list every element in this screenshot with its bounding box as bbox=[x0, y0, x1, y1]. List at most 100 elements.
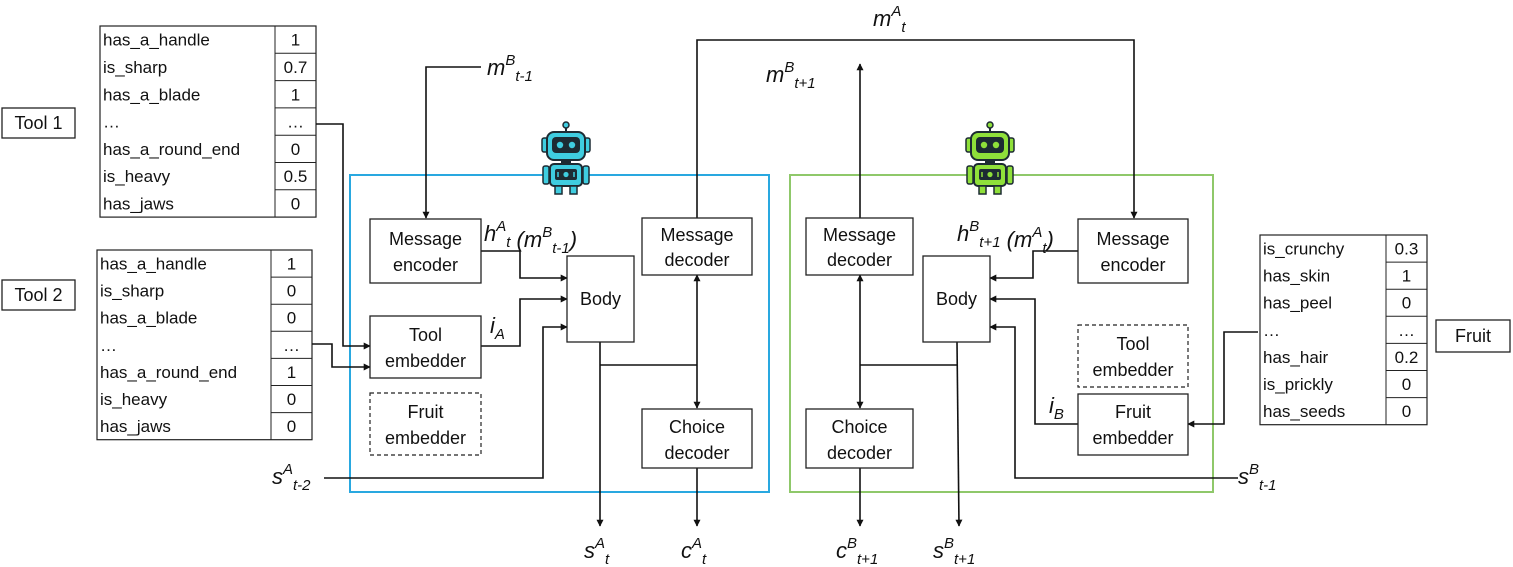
feature-value: 1 bbox=[291, 31, 300, 50]
wire-sb-prev-to-body-b bbox=[989, 323, 1238, 479]
wire-ma-message bbox=[696, 39, 1138, 219]
svg-text:Tool: Tool bbox=[1116, 334, 1149, 354]
message-encoder-a: Message encoder bbox=[369, 218, 482, 284]
feature-name: has_skin bbox=[1263, 267, 1330, 286]
feature-value: 0 bbox=[287, 417, 296, 436]
wire-tool-embedder-to-body-a bbox=[481, 295, 568, 347]
svg-text:Tool: Tool bbox=[409, 325, 442, 345]
wire-sa-prev-to-body-a bbox=[324, 323, 568, 479]
label-i-b: iB bbox=[1049, 393, 1064, 423]
tool1-label: Tool 1 bbox=[14, 113, 62, 133]
wire-fruit-to-fruit-embedder bbox=[1187, 331, 1258, 428]
feature-name: is_sharp bbox=[103, 58, 167, 77]
svg-text:Body: Body bbox=[580, 289, 621, 309]
feature-name: has_jaws bbox=[103, 194, 174, 213]
feature-value: 0 bbox=[291, 194, 300, 213]
feature-name: … bbox=[100, 336, 117, 355]
label-h-a: hAt (mBt-1) bbox=[484, 218, 577, 257]
feature-value: 0 bbox=[287, 390, 296, 409]
feature-name: has_a_handle bbox=[100, 255, 207, 274]
wire-tool2-to-tool-embedder bbox=[312, 343, 371, 371]
feature-value: 0 bbox=[287, 282, 296, 301]
label-c-a-out: cAt bbox=[681, 535, 707, 567]
tool-embedder-a: Tool embedder bbox=[369, 315, 482, 379]
wire-fruit-embedder-to-body-b bbox=[989, 295, 1078, 425]
svg-text:Message: Message bbox=[660, 225, 733, 245]
feature-value: 0.3 bbox=[1395, 240, 1419, 259]
tool2-label: Tool 2 bbox=[14, 285, 62, 305]
feature-value: 0 bbox=[291, 140, 300, 159]
fruit-embedder-a: Fruit embedder bbox=[369, 392, 482, 456]
label-m-a: mAt bbox=[873, 3, 906, 36]
feature-value: 0 bbox=[1402, 375, 1411, 394]
tool2-label-box: Tool 2 bbox=[1, 279, 76, 311]
message-decoder-a: Message decoder bbox=[641, 217, 753, 276]
svg-text:Message: Message bbox=[1096, 229, 1169, 249]
label-m-b-prev: mBt-1 bbox=[487, 52, 533, 85]
feature-value: 0.2 bbox=[1395, 348, 1419, 367]
feature-name: is_heavy bbox=[103, 167, 171, 186]
choice-decoder-a: Choice decoder bbox=[641, 408, 753, 469]
feature-name: is_crunchy bbox=[1263, 240, 1345, 259]
svg-text:Fruit: Fruit bbox=[1115, 402, 1151, 422]
svg-text:Choice: Choice bbox=[831, 417, 887, 437]
feature-name: has_hair bbox=[1263, 348, 1329, 367]
svg-text:encoder: encoder bbox=[393, 255, 458, 275]
feature-value: 0 bbox=[1402, 294, 1411, 313]
feature-name: is_heavy bbox=[100, 390, 168, 409]
wire-tool1-to-tool-embedder bbox=[316, 123, 371, 350]
feature-value: … bbox=[283, 336, 300, 355]
feature-name: has_a_handle bbox=[103, 31, 210, 50]
feature-value: 0 bbox=[287, 309, 296, 328]
fruit-label: Fruit bbox=[1455, 326, 1491, 346]
fruit-label-box: Fruit bbox=[1435, 319, 1511, 353]
svg-text:decoder: decoder bbox=[827, 250, 892, 270]
feature-name: … bbox=[1263, 321, 1280, 340]
robot-b-icon bbox=[965, 121, 1015, 195]
fruit-embedder-b: Fruit embedder bbox=[1077, 393, 1189, 456]
body-a: Body bbox=[566, 255, 635, 343]
label-m-b-next: mBt+1 bbox=[766, 59, 816, 92]
feature-name: has_peel bbox=[1263, 294, 1332, 313]
wire-body-b-to-sb-out bbox=[955, 341, 963, 527]
feature-name: has_a_round_end bbox=[100, 363, 237, 382]
feature-name: has_seeds bbox=[1263, 402, 1345, 421]
tool1-label-box: Tool 1 bbox=[1, 107, 76, 139]
choice-decoder-b: Choice decoder bbox=[805, 408, 914, 469]
feature-name: is_prickly bbox=[1263, 375, 1333, 394]
label-s-b-out: sBt+1 bbox=[933, 535, 975, 567]
svg-text:Fruit: Fruit bbox=[408, 402, 444, 422]
svg-text:embedder: embedder bbox=[1092, 428, 1173, 448]
svg-text:embedder: embedder bbox=[385, 428, 466, 448]
wire-encoder-to-body-a bbox=[481, 250, 568, 282]
wire-encoder-to-body-b bbox=[989, 250, 1078, 282]
feature-value: 1 bbox=[291, 85, 300, 104]
label-s-a-out: sAt bbox=[584, 535, 610, 567]
svg-text:decoder: decoder bbox=[664, 250, 729, 270]
message-decoder-b: Message decoder bbox=[805, 217, 914, 276]
feature-name: has_a_blade bbox=[100, 309, 197, 328]
feature-value: 0.7 bbox=[284, 58, 308, 77]
body-b: Body bbox=[922, 255, 991, 343]
svg-text:Message: Message bbox=[389, 229, 462, 249]
label-i-a: iA bbox=[490, 313, 505, 343]
feature-value: 0.5 bbox=[284, 167, 308, 186]
svg-text:encoder: encoder bbox=[1100, 255, 1165, 275]
message-encoder-b: Message encoder bbox=[1077, 218, 1189, 284]
label-c-b-out: cBt+1 bbox=[836, 535, 878, 567]
fruit-feature-table: is_crunchy 0.3 has_skin 1 has_peel 0 … … has_hai… bbox=[1259, 234, 1428, 426]
label-s-a-prev: sAt-2 bbox=[272, 461, 311, 494]
wires bbox=[312, 39, 1258, 527]
feature-name: has_a_blade bbox=[103, 85, 200, 104]
svg-text:decoder: decoder bbox=[664, 443, 729, 463]
svg-text:Message: Message bbox=[823, 225, 896, 245]
svg-text:embedder: embedder bbox=[1092, 360, 1173, 380]
feature-value: … bbox=[1398, 321, 1415, 340]
wire-mb-to-message-encoder-a bbox=[422, 66, 481, 219]
feature-value: 0 bbox=[1402, 402, 1411, 421]
feature-value: 1 bbox=[1402, 267, 1411, 286]
feature-name: … bbox=[103, 113, 120, 132]
